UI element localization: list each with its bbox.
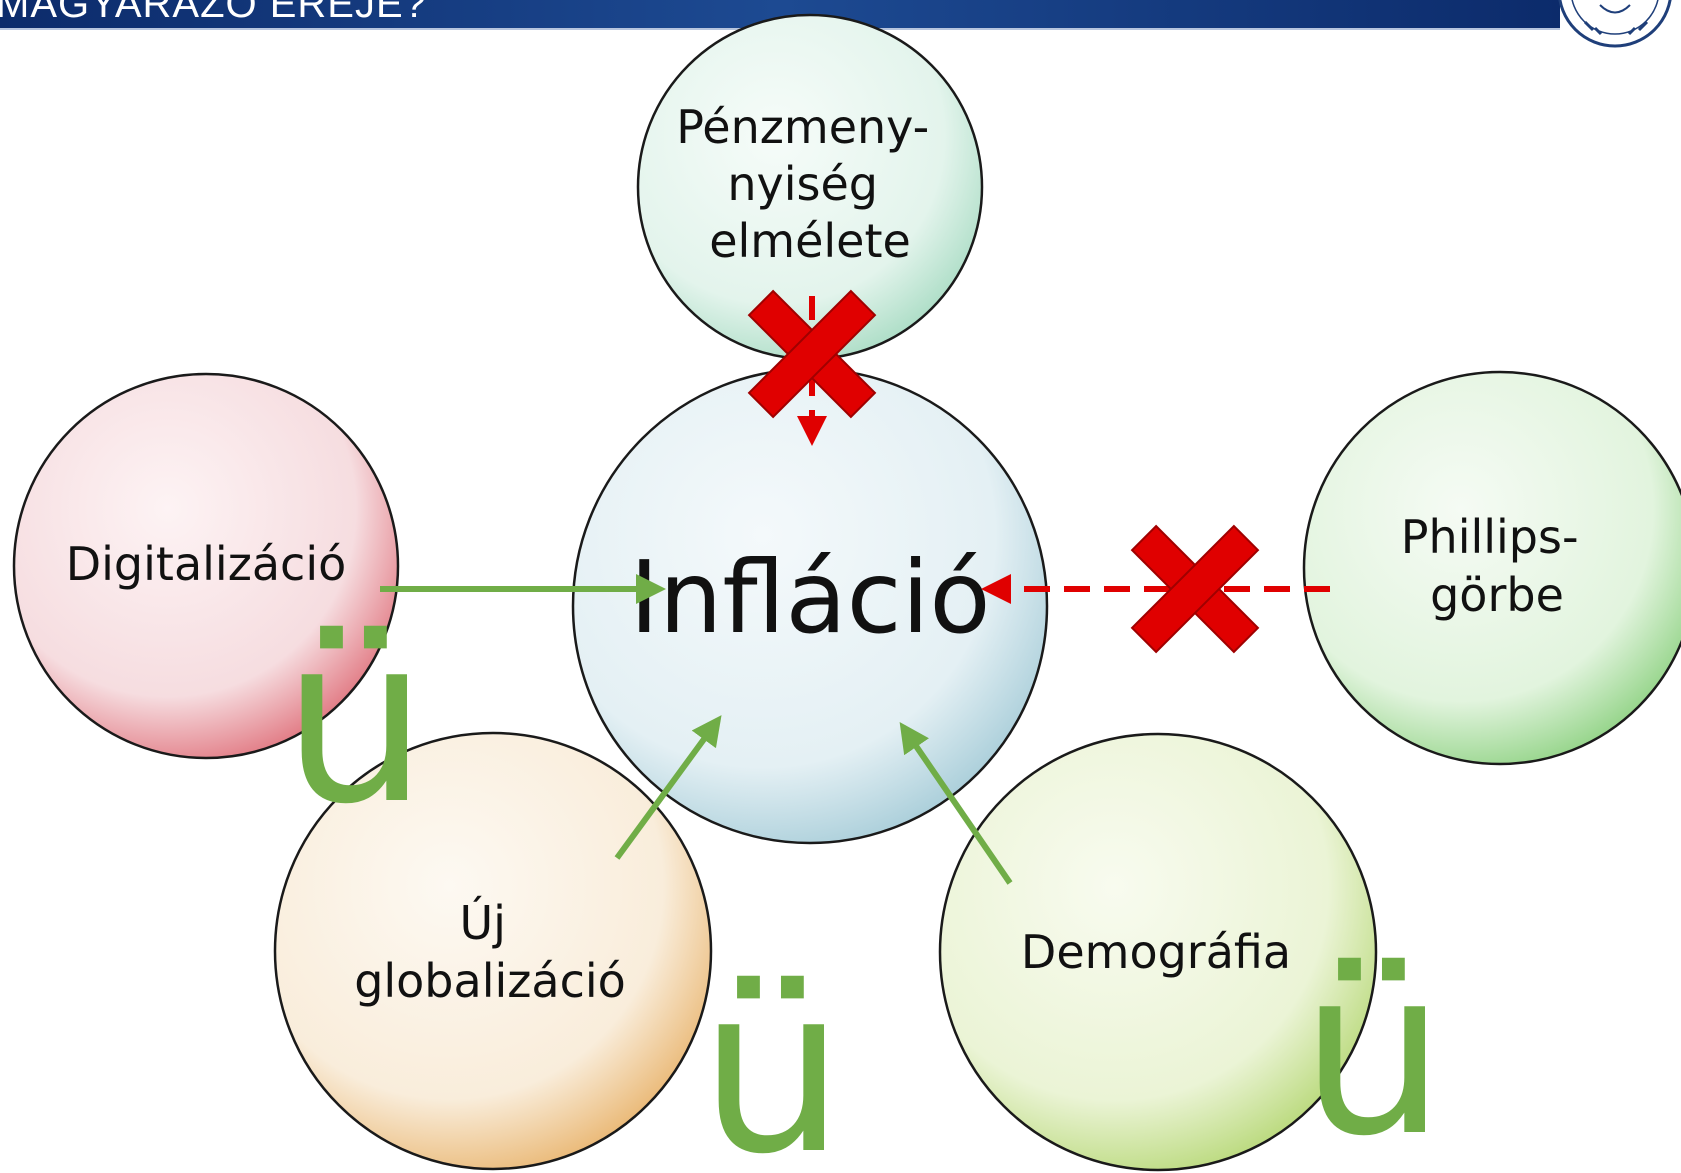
node-inflation: Infláció (571, 367, 1049, 845)
node-money-supply-line-1: Pénzmeny- (676, 100, 929, 154)
slide-title: MAGYARÁZÓ EREJE? (0, 0, 427, 26)
node-money-supply-line-2: nyiség (727, 157, 878, 211)
arrow-demography-to-inflation (899, 722, 1013, 885)
node-phillips-curve: Phillips- görbe ü (1302, 370, 1681, 766)
node-digitalization: Digitalizáció (12, 372, 400, 760)
node-digitalization-label: Digitalizáció (66, 537, 347, 591)
arrow-globalization-to-inflation (614, 715, 722, 860)
node-phillips-line-1: Phillips- (1401, 510, 1579, 564)
node-globalization-line-2: globalizáció (354, 954, 626, 1008)
svg-text:Új globalizáció: Új globalizáció (354, 896, 626, 1008)
svg-text:Phillips- görbe: Phillips- görbe (1401, 510, 1593, 622)
node-inflation-label: Infláció (629, 539, 990, 656)
reject-cross-phillips-icon (1130, 524, 1260, 654)
node-new-globalization: Új globalizáció (273, 731, 713, 1171)
node-money-supply-line-3: elmélete (709, 214, 911, 268)
check-globalization-icon: ü (699, 938, 845, 1173)
node-demography: Demográfia (938, 732, 1378, 1172)
seal-logo-icon (1558, 0, 1672, 48)
check-digitalization-icon: ü (282, 588, 428, 855)
svg-text:Pénzmeny- nyiség: Pénzmeny- nyiség elmélete (676, 100, 944, 268)
node-demography-label: Demográfia (1021, 925, 1291, 979)
node-phillips-line-2: görbe (1430, 568, 1564, 622)
reject-cross-money-supply-icon (747, 289, 877, 419)
check-demography-icon: ü (1300, 920, 1446, 1173)
node-globalization-line-1: Új (459, 896, 505, 950)
